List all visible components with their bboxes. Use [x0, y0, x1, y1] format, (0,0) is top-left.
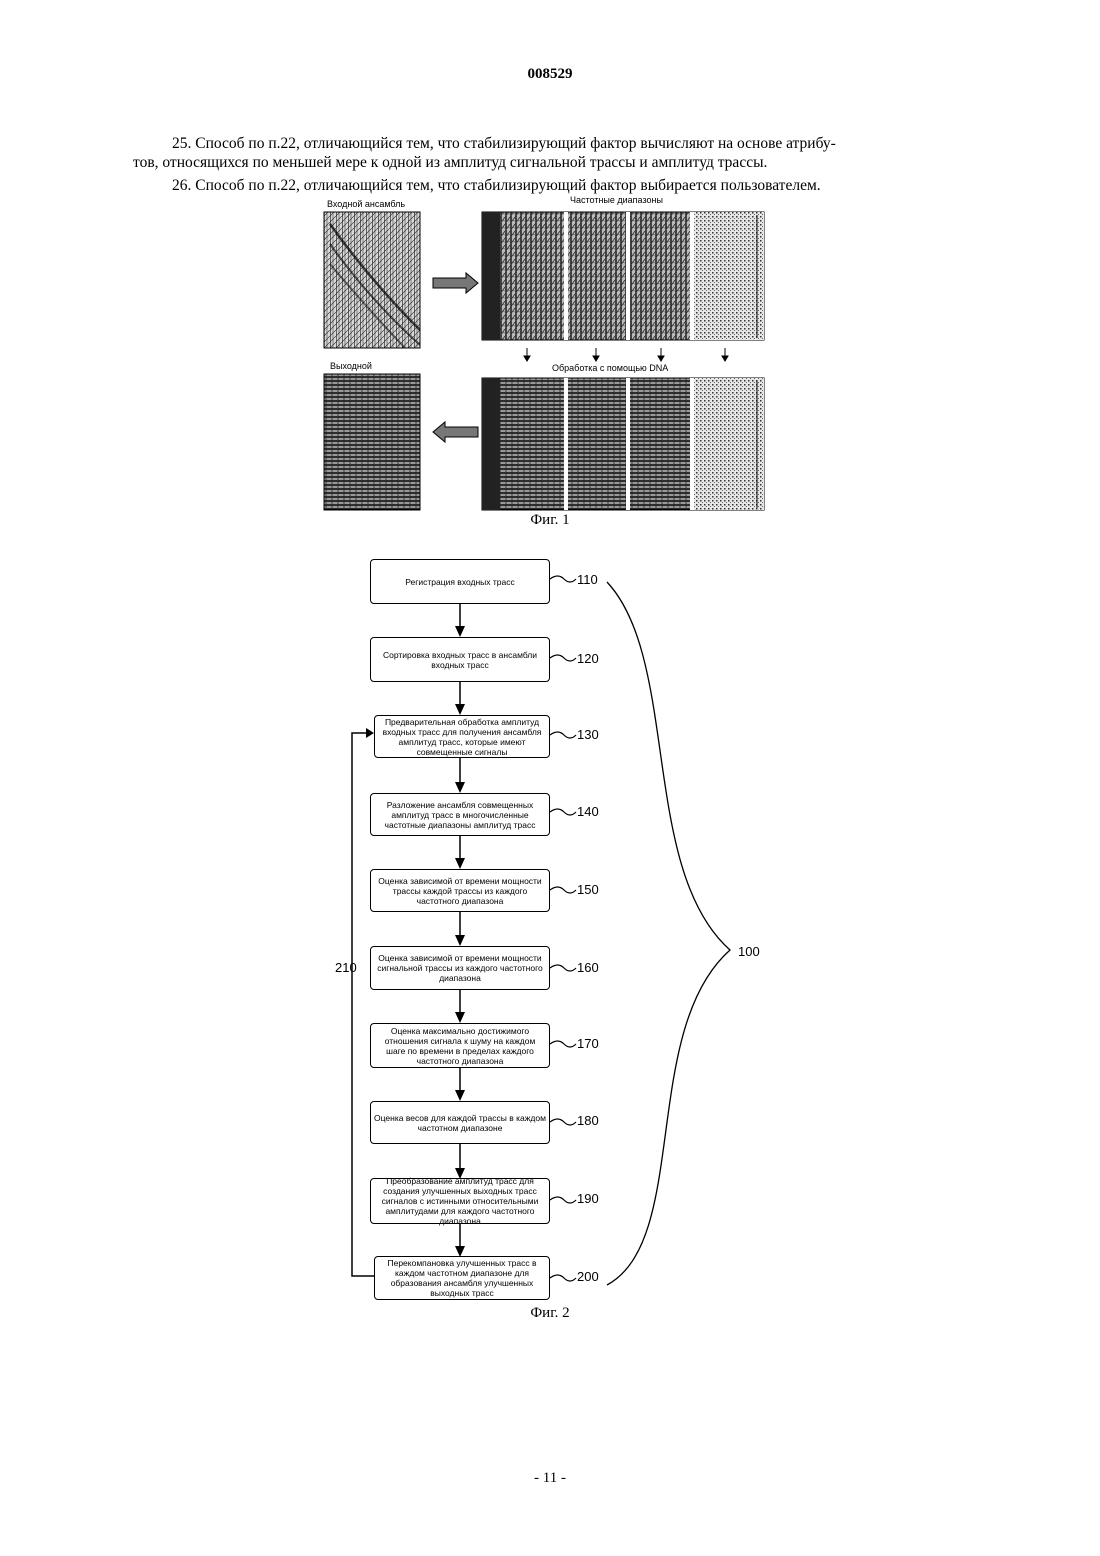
ref-120: 120: [577, 651, 599, 666]
fig1-arrow-right: [433, 273, 478, 293]
flow-step-120: Сортировка входных трасс в ансамбли вход…: [370, 637, 550, 682]
ref-180: 180: [577, 1113, 599, 1128]
flow-step-130: Предварительная обработка амплитуд входн…: [374, 715, 550, 758]
ref-150: 150: [577, 882, 599, 897]
fig2-group-brace: [607, 582, 730, 1285]
ref-110: 110: [577, 572, 598, 587]
flow-step-190-text: Преобразование амплитуд трасс для создан…: [374, 1176, 546, 1226]
fig1-down-arrows: [524, 348, 728, 361]
flow-step-160: Оценка зависимой от времени мощности сиг…: [370, 946, 550, 990]
flow-step-200-text: Перекомпановка улучшенных трасс в каждом…: [378, 1258, 546, 1298]
flow-step-150-text: Оценка зависимой от времени мощности тра…: [374, 876, 546, 906]
fig1-caption: Фиг. 1: [500, 512, 600, 529]
flow-step-170: Оценка максимально достижимого отношения…: [370, 1023, 550, 1068]
fig1-input-gather: [324, 212, 420, 348]
flow-step-190: Преобразование амплитуд трасс для создан…: [370, 1178, 550, 1224]
ref-190: 190: [577, 1191, 599, 1206]
flow-step-180-text: Оценка весов для каждой трассы в каждом …: [374, 1113, 546, 1133]
ref-100: 100: [738, 944, 760, 959]
ref-170: 170: [577, 1036, 599, 1051]
flow-step-110: Регистрация входных трасс: [370, 559, 550, 604]
flow-step-150: Оценка зависимой от времени мощности тра…: [370, 869, 550, 912]
ref-160: 160: [577, 960, 599, 975]
flow-step-180: Оценка весов для каждой трассы в каждом …: [370, 1101, 550, 1144]
flow-step-200: Перекомпановка улучшенных трасс в каждом…: [374, 1256, 550, 1300]
flow-step-140-text: Разложение ансамбля совмещенных амплитуд…: [374, 800, 546, 830]
flow-step-120-text: Сортировка входных трасс в ансамбли вход…: [374, 650, 546, 670]
flow-step-130-text: Предварительная обработка амплитуд входн…: [378, 717, 546, 757]
ref-140: 140: [577, 804, 599, 819]
ref-130: 130: [577, 727, 599, 742]
fig2-caption: Фиг. 2: [500, 1305, 600, 1322]
fig1-graphics: [0, 0, 1100, 520]
flow-step-160-text: Оценка зависимой от времени мощности сиг…: [374, 953, 546, 983]
flow-step-140: Разложение ансамбля совмещенных амплитуд…: [370, 793, 550, 836]
fig2-connectors: [0, 540, 1100, 1320]
ref-210: 210: [335, 960, 357, 975]
flow-step-170-text: Оценка максимально достижимого отношения…: [374, 1026, 546, 1066]
fig1-arrow-left: [433, 422, 478, 442]
page-number: - 11 -: [0, 1470, 1100, 1487]
ref-200: 200: [577, 1269, 599, 1284]
fig1-output-gather: [324, 374, 420, 510]
flow-step-110-text: Регистрация входных трасс: [405, 577, 514, 587]
